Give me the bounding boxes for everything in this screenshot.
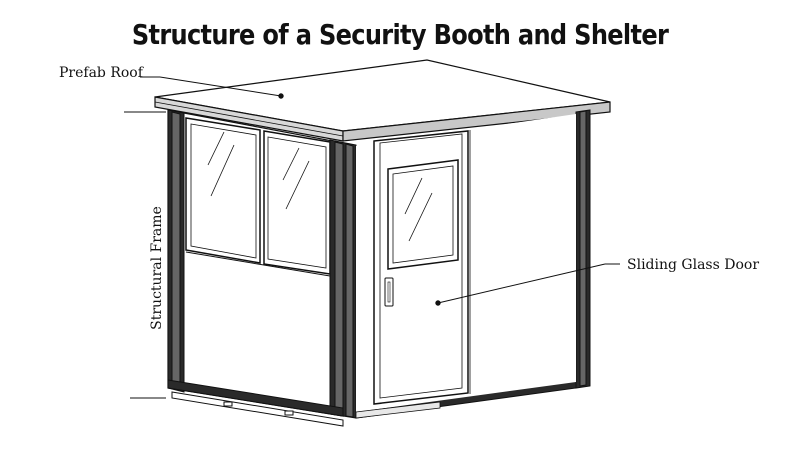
structural-frame bbox=[167, 109, 591, 427]
left-wall bbox=[167, 109, 344, 417]
leader-lines bbox=[124, 76, 620, 399]
diagram-title: Structure of a Security Booth and Shelte… bbox=[131, 18, 669, 51]
right-wall bbox=[355, 114, 576, 419]
structural-frame-label: Structural Frame bbox=[149, 206, 165, 330]
sliding-glass-door-label: Sliding Glass Door bbox=[627, 257, 760, 273]
prefab-roof-label: Prefab Roof bbox=[59, 65, 143, 81]
prefab-roof bbox=[154, 59, 611, 142]
